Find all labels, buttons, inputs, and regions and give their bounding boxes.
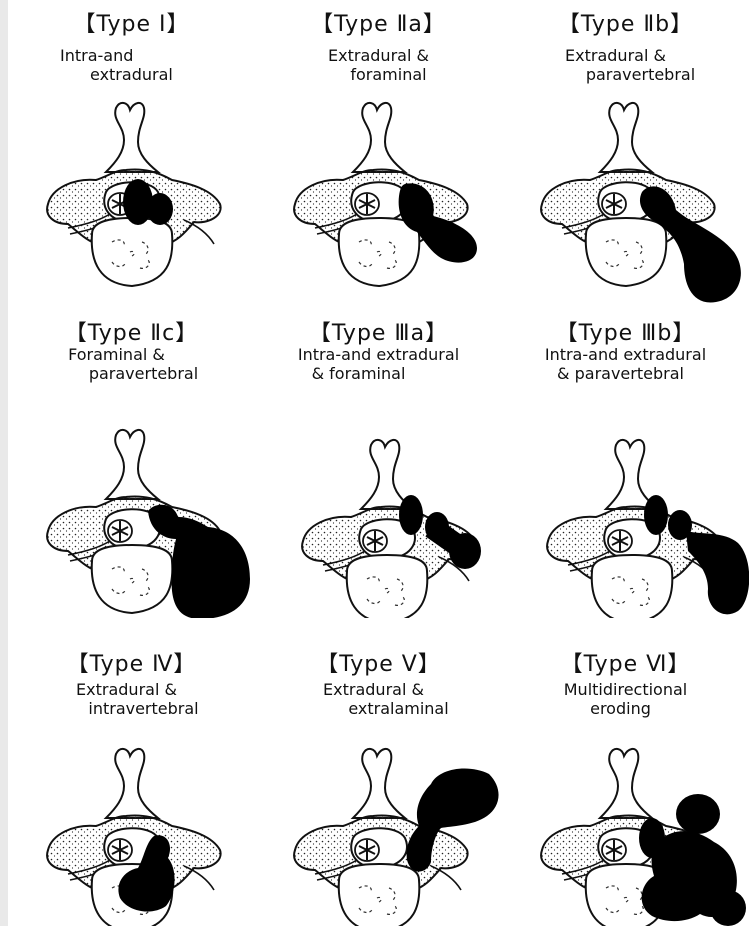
caption-line-2: foraminal <box>255 65 502 84</box>
vertebra-illustration <box>255 710 502 926</box>
panel-title: 【Type Ⅴ】 <box>255 646 502 678</box>
vertebra-illustration <box>255 401 502 618</box>
panel-caption: Intra-and extradural <box>8 46 255 84</box>
vertebra-illustration <box>8 710 255 926</box>
vertebra-illustration <box>8 401 255 618</box>
classification-figure: 【Type Ⅰ】 Intra-and extradural 【Type Ⅱa】 … <box>8 0 749 926</box>
panel-type-4: 【Type Ⅳ】 Extradural & intravertebral <box>8 618 255 926</box>
caption-line-1: Intra-and <box>8 46 255 65</box>
panel-type-2c: 【Type Ⅱc】 Foraminal & paravertebral <box>8 309 255 618</box>
panel-caption: Intra-and extradural & foraminal <box>255 345 502 383</box>
panel-title: 【Type Ⅱb】 <box>502 6 749 38</box>
panel-caption: Intra-and extradural & paravertebral <box>502 345 749 383</box>
vertebra-illustration <box>502 92 749 309</box>
panel-type-3a: 【Type Ⅲa】 Intra-and extradural & foramin… <box>255 309 502 618</box>
tumor-mass <box>639 794 746 926</box>
caption-line-1: Intra-and extradural <box>502 345 749 364</box>
caption-line-1: Multidirectional <box>502 680 749 699</box>
panel-caption: Extradural & paravertebral <box>502 46 749 84</box>
panel-type-1: 【Type Ⅰ】 Intra-and extradural <box>8 0 255 309</box>
panel-title: 【Type Ⅲa】 <box>255 315 502 347</box>
vertebra-illustration <box>255 92 502 309</box>
caption-line-1: Extradural & <box>502 46 749 65</box>
panel-title: 【Type Ⅰ】 <box>8 6 255 38</box>
vertebra-illustration <box>502 401 749 618</box>
vertebra-illustration <box>502 710 749 926</box>
panel-type-2a: 【Type Ⅱa】 Extradural & foraminal <box>255 0 502 309</box>
caption-line-1: Intra-and extradural <box>255 345 502 364</box>
panel-title: 【Type Ⅲb】 <box>502 315 749 347</box>
panel-type-6: 【Type Ⅵ】 Multidirectional eroding <box>502 618 749 926</box>
caption-line-2: extradural <box>8 65 255 84</box>
caption-line-1: Foraminal & <box>8 345 255 364</box>
caption-line-2: & paravertebral <box>502 364 749 383</box>
panel-caption: Foraminal & paravertebral <box>8 345 255 383</box>
panel-title: 【Type Ⅵ】 <box>502 646 749 678</box>
panel-type-3b: 【Type Ⅲb】 Intra-and extradural & paraver… <box>502 309 749 618</box>
panel-caption: Extradural & foraminal <box>255 46 502 84</box>
caption-line-1: Extradural & <box>8 680 255 699</box>
caption-line-2: paravertebral <box>8 364 255 383</box>
caption-line-1: Extradural & <box>255 680 502 699</box>
caption-line-2: paravertebral <box>502 65 749 84</box>
vertebra-illustration <box>8 92 255 309</box>
panel-type-5: 【Type Ⅴ】 Extradural & extralaminal <box>255 618 502 926</box>
caption-line-2: & foraminal <box>255 364 502 383</box>
panel-title: 【Type Ⅳ】 <box>8 646 255 678</box>
caption-line-1: Extradural & <box>255 46 502 65</box>
panel-title: 【Type Ⅱa】 <box>255 6 502 38</box>
panel-title: 【Type Ⅱc】 <box>8 315 255 347</box>
panel-type-2b: 【Type Ⅱb】 Extradural & paravertebral <box>502 0 749 309</box>
